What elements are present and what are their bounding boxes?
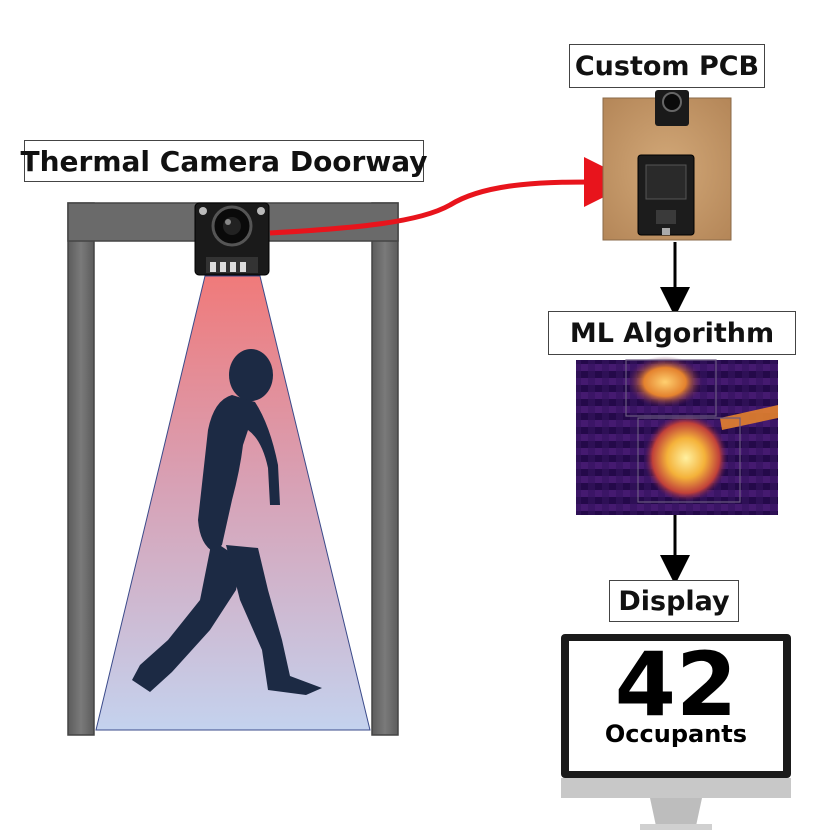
pcb-label-text: Custom PCB	[574, 50, 760, 82]
occupant-count: 42	[614, 633, 738, 736]
signal-line	[269, 156, 634, 236]
ml-label: ML Algorithm	[548, 311, 796, 355]
ml-label-text: ML Algorithm	[569, 317, 775, 349]
custom-pcb	[602, 90, 732, 241]
thermal-heatmap	[576, 356, 778, 515]
display-label: Display	[609, 580, 739, 622]
thermal-beam	[95, 275, 371, 731]
doorway-label-text: Thermal Camera Doorway	[20, 144, 428, 178]
monitor	[561, 634, 791, 830]
doorway-label: Thermal Camera Doorway	[21, 140, 428, 182]
pcb-label: Custom PCB	[569, 44, 765, 88]
person-silhouette	[132, 349, 322, 695]
occupant-unit: Occupants	[604, 720, 748, 748]
display-label-text: Display	[618, 585, 730, 617]
thermal-camera-module	[194, 202, 270, 276]
